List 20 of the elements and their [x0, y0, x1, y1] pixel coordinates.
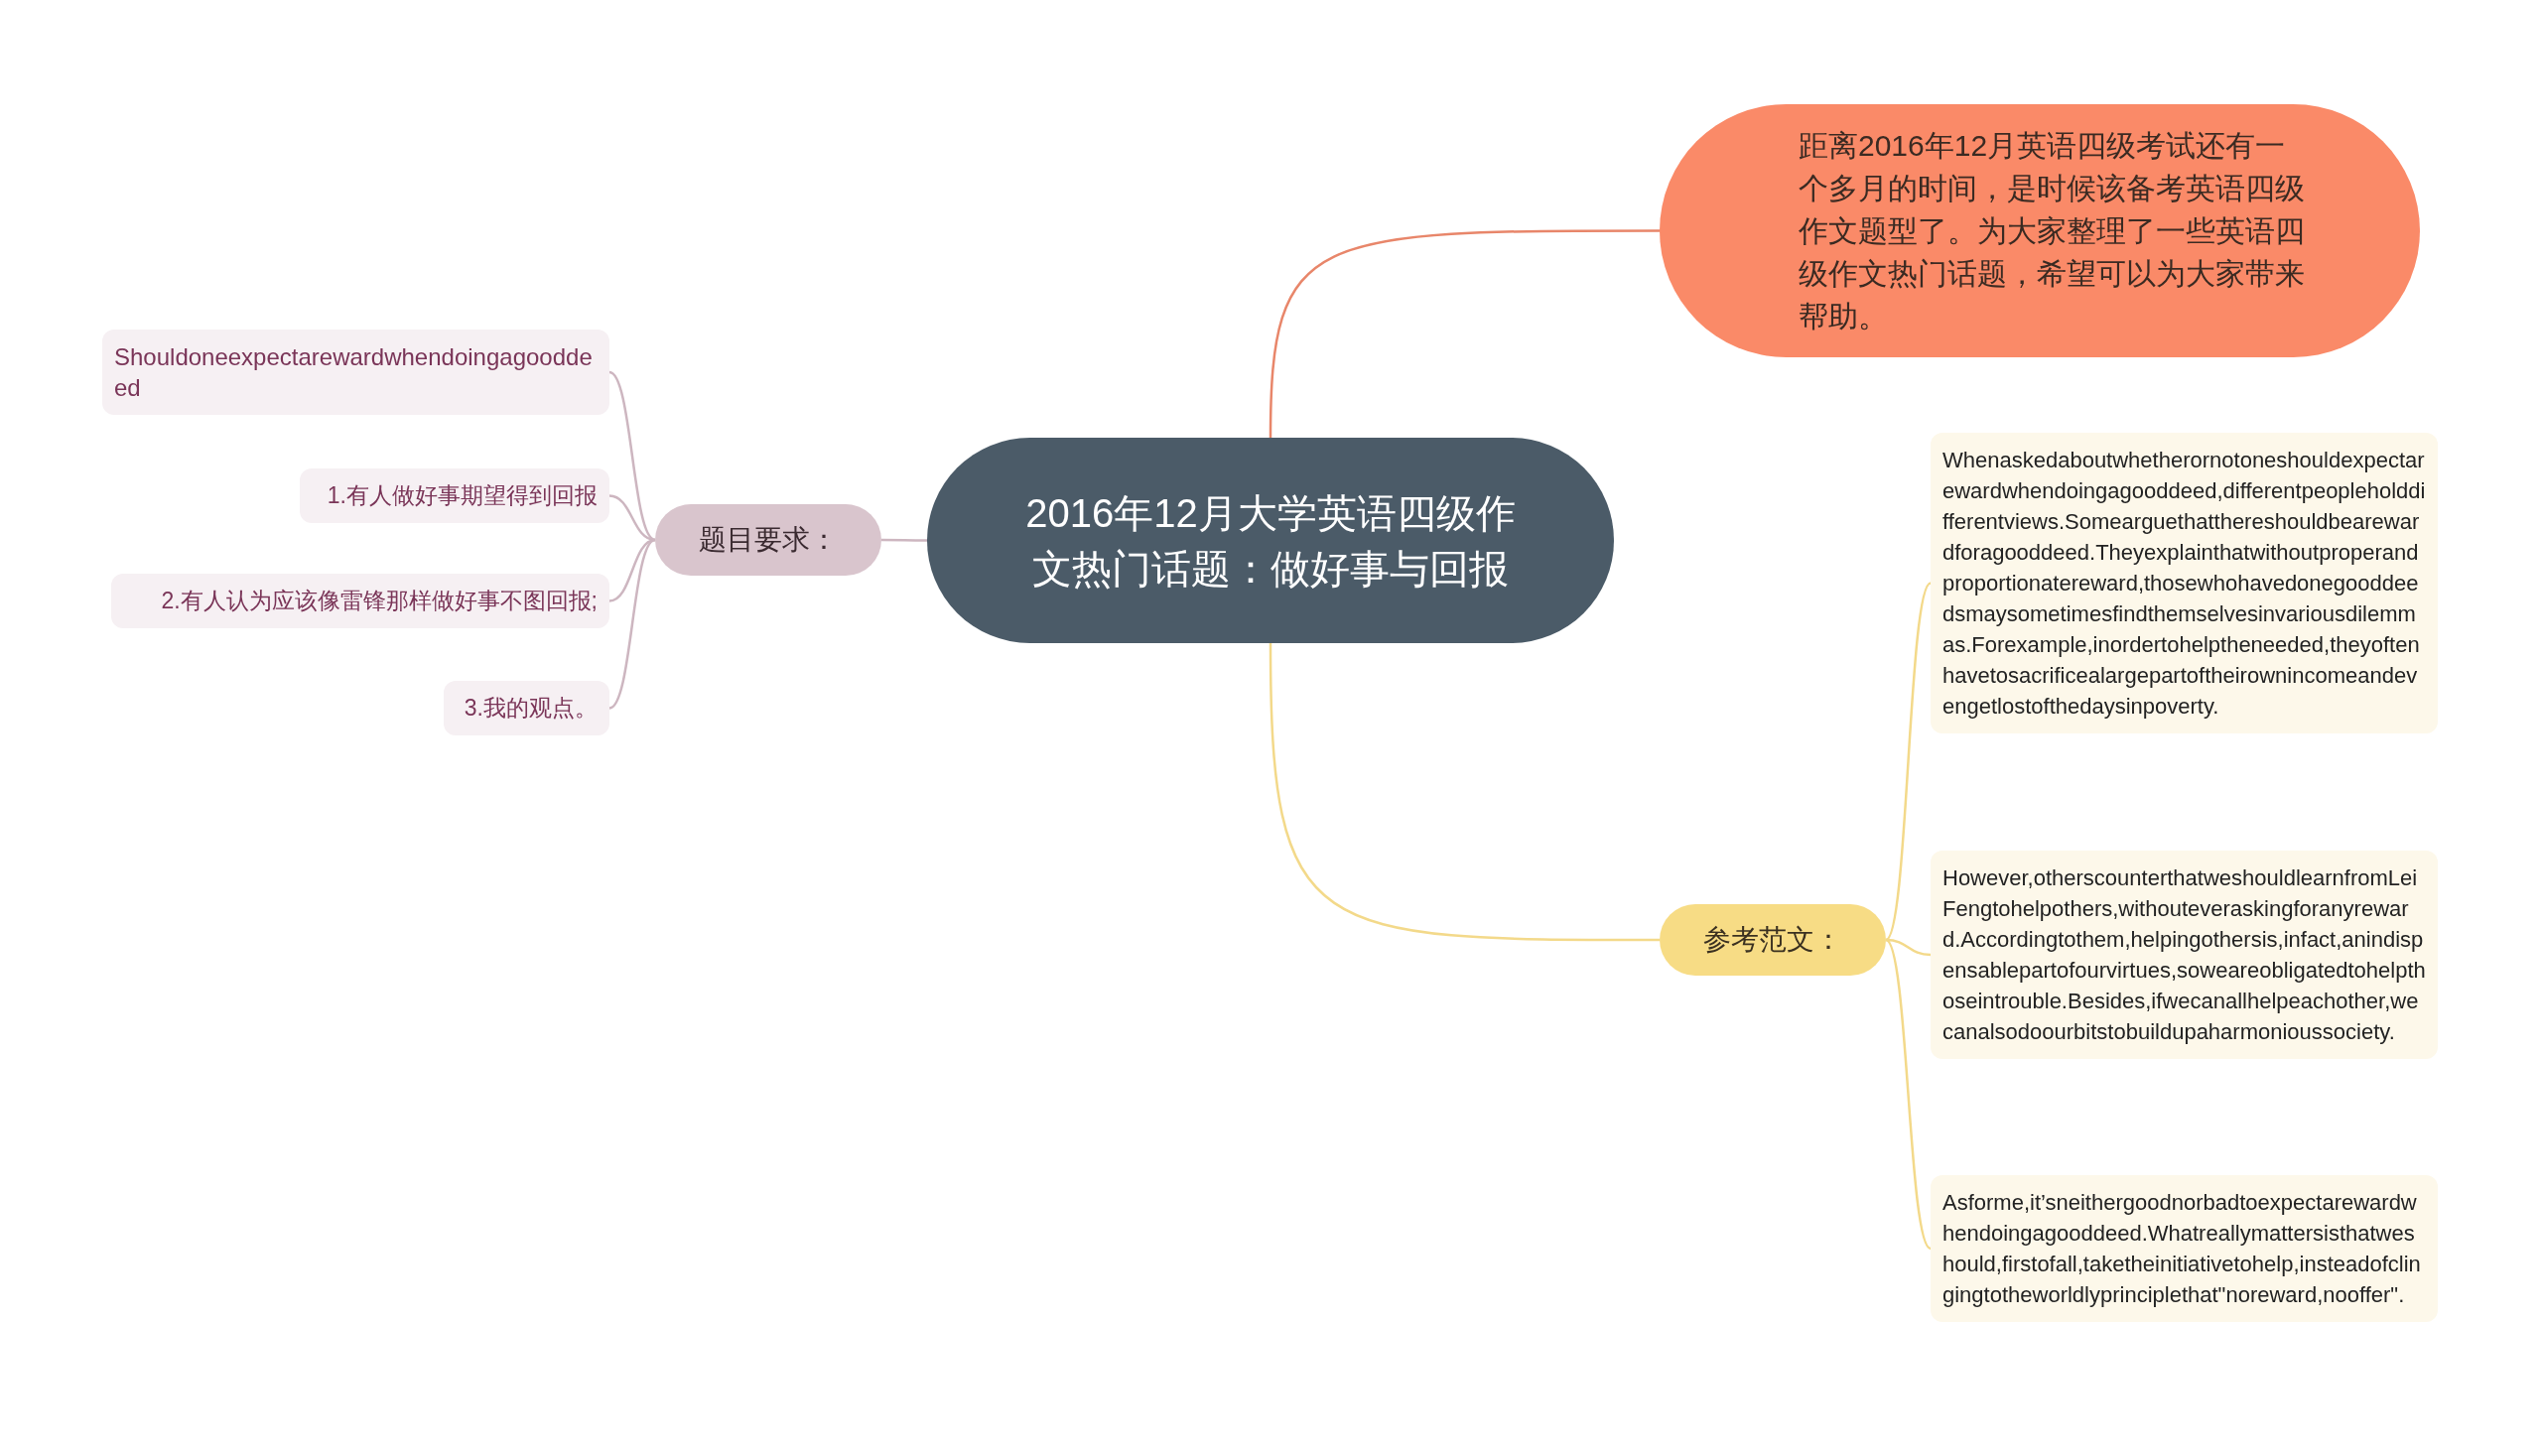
essay-paragraph: Asforme,it’sneithergoodnorbadtoexpectarewardwhendoingagooddeed.Whatreallymattersisthatweshould,firstofall,taketheinitiativetohelp,insteadofclingingtotheworldlyprinciplethat"noreward,nooffer". — [1931, 1175, 2438, 1322]
subtopic: 1.有人做好事期望得到回报 — [300, 468, 609, 523]
essay-paragraph: However,otherscounterthatweshouldlearnfromLeiFengtohelpothers,withouteveraskingforanyreward.Accordingtothem,helpingothersis,infact,anindispensablepartofourvirtues,soweareobligatedtohelpthoseintrouble.Besides,ifwecanallhelpeachother,wecanalsodoourbitstobuildupaharmonioussociety. — [1931, 851, 2438, 1059]
connector-line — [1885, 939, 1932, 1250]
central-topic: 2016年12月大学英语四级作文热门话题：做好事与回报 — [927, 438, 1614, 643]
essay-paragraph: Whenaskedaboutwhetherornotoneshouldexpectarewardwhendoingagooddeed,differentpeopleholddifferentviews.Somearguethatthereshouldbearewardforagooddeed.Theyexplainthatwithoutproperandproportionatereward,thosewhohavedonegooddeedsmaysometimesfindthemselvesinvariousdilemmas.Forexample,inordertohelptheneeded,theyoftenhavetosacrificealargepartoftheirownincomeandevengetlostofthedaysinpoverty. — [1931, 433, 2438, 733]
connector-line — [608, 538, 656, 710]
connector-line — [1269, 229, 1660, 439]
branch-topic: 题目要求： — [655, 504, 881, 576]
connector-line — [608, 370, 656, 542]
connector-line — [1885, 938, 1932, 957]
branch-topic: 参考范文： — [1660, 904, 1886, 976]
connector-line — [1269, 643, 1660, 942]
connector-line — [608, 494, 656, 542]
subtopic: Shouldoneexpectarewardwhendoingagooddeed — [102, 330, 609, 415]
subtopic: 2.有人认为应该像雷锋那样做好事不图回报; — [111, 574, 609, 628]
connector-line — [881, 538, 927, 542]
subtopic: 3.我的观点。 — [444, 681, 609, 735]
intro-bubble: 距离2016年12月英语四级考试还有一个多月的时间，是时候该备考英语四级作文题型了。为大家整理了一些英语四级作文热门话题，希望可以为大家带来帮助。 — [1660, 104, 2420, 357]
connector-line — [1885, 582, 1932, 941]
